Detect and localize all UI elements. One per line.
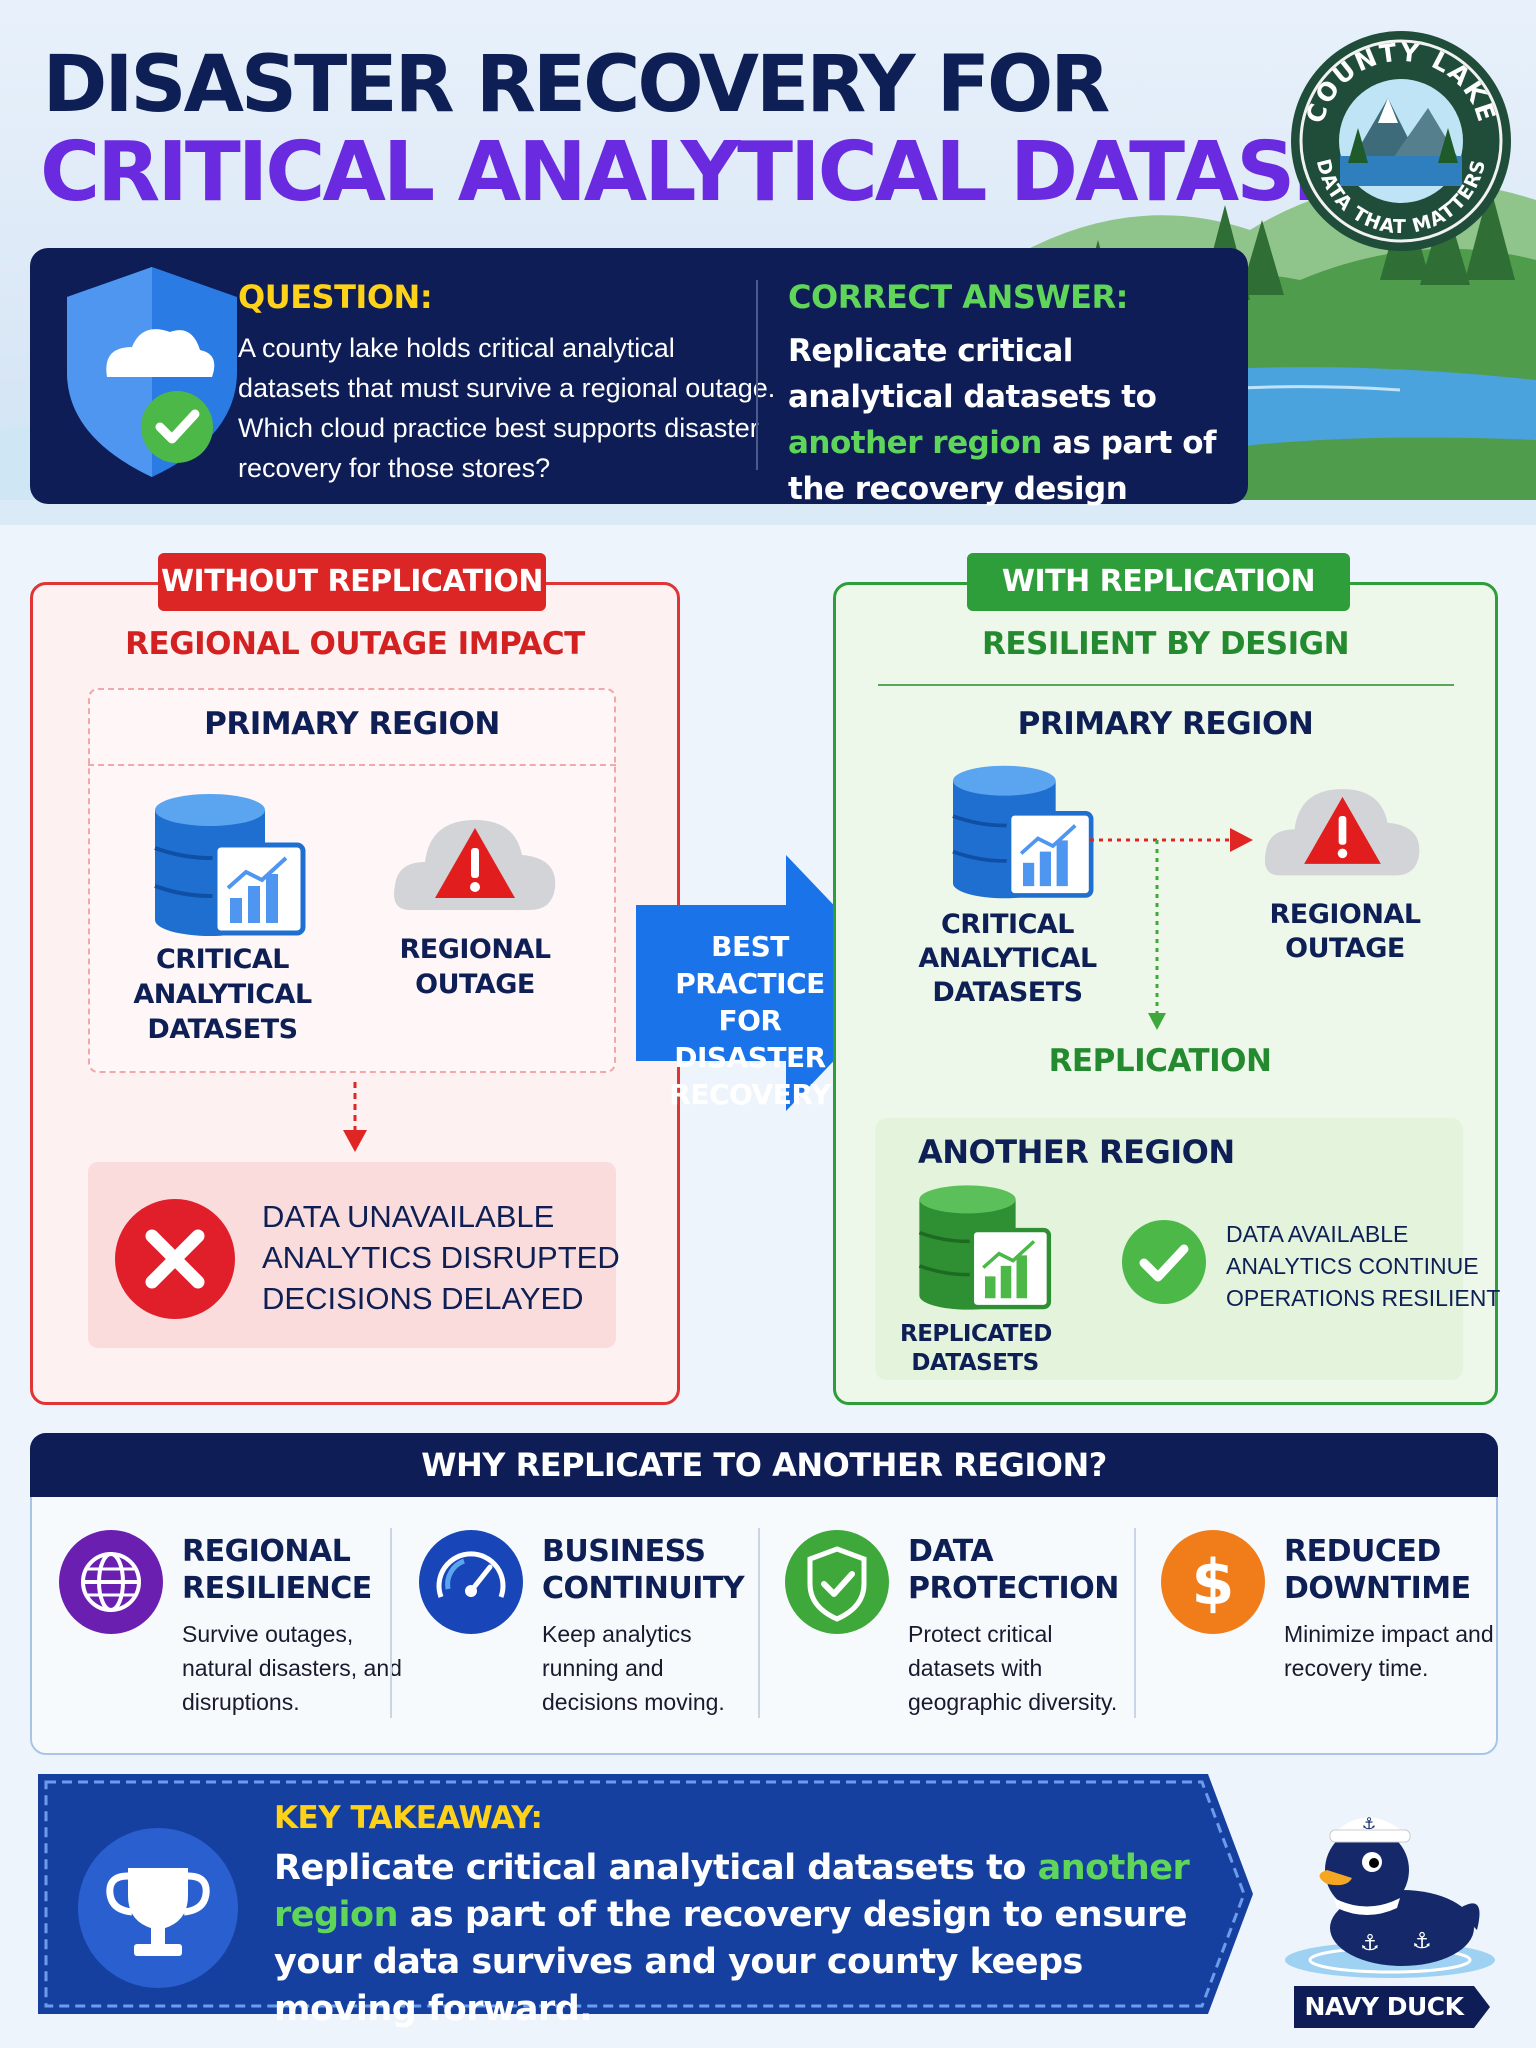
with-replication-banner: WITH REPLICATION <box>967 553 1350 611</box>
database-chart-icon <box>952 765 1094 899</box>
navy-duck-label: NAVY DUCK <box>1304 1992 1464 2021</box>
navy-duck-badge <box>1294 1986 1490 2028</box>
why-item-title: REDUCED DOWNTIME <box>1284 1534 1471 1606</box>
globe-icon <box>59 1530 163 1634</box>
impact-line: DATA UNAVAILABLE <box>262 1199 555 1234</box>
availability-line: DATA AVAILABLE <box>1226 1221 1409 1247</box>
availability-line: ANALYTICS CONTINUE <box>1226 1253 1479 1279</box>
primary-region-inner <box>88 764 616 1073</box>
why-item-regional-resilience: REGIONAL RESILIENCE Survive outages, nat… <box>58 1525 408 1725</box>
replication-arrows <box>1090 828 1253 1030</box>
why-item-desc: Keep analytics running and decisions mov… <box>542 1621 725 1715</box>
question-text: A county lake holds critical analytical … <box>238 333 776 483</box>
down-arrow <box>343 1082 367 1152</box>
another-region-title: ANOTHER REGION <box>918 1133 1235 1171</box>
svg-text:⚓: ⚓ <box>1360 1931 1380 1956</box>
why-separator <box>390 1528 392 1718</box>
database-chart-icon <box>154 794 306 936</box>
replication-label: REPLICATION <box>1048 1043 1272 1079</box>
svg-text:$: $ <box>1191 1546 1234 1619</box>
without-replication-banner: WITHOUT REPLICATION <box>158 553 546 611</box>
primary-region-title: PRIMARY REGION <box>1017 706 1314 742</box>
impact-list: DATA UNAVAILABLE ANALYTICS DISRUPTED DEC… <box>262 1196 620 1319</box>
primary-region-title: PRIMARY REGION <box>204 706 500 742</box>
why-item-title: REGIONAL RESILIENCE <box>182 1534 372 1606</box>
shield-check-icon <box>785 1530 889 1634</box>
speedometer-icon <box>419 1530 523 1634</box>
critical-datasets-label: CRITICAL ANALYTICAL DATASETS <box>133 944 312 1045</box>
navy-duck-mascot: ⚓ ⚓ ⚓ <box>1285 1814 1495 1978</box>
svg-text:⚓: ⚓ <box>1362 1814 1376 1833</box>
title-line-2: CRITICAL ANALYTICAL DATASETS <box>40 125 1457 220</box>
impact-line: DECISIONS DELAYED <box>262 1281 584 1316</box>
header-banner: DISASTER RECOVERY FOR CRITICAL ANALYTICA… <box>0 0 1536 525</box>
why-item-desc: Survive outages, natural disasters, and … <box>182 1621 402 1715</box>
cloud-shield-icon <box>67 267 237 477</box>
best-practice-text: BEST PRACTICE FOR DISASTER RECOVERY <box>669 930 831 1111</box>
why-separator <box>758 1528 760 1718</box>
why-item-data-protection: DATA PROTECTION Protect critical dataset… <box>784 1525 1134 1725</box>
trophy-icon <box>78 1828 238 1988</box>
impact-line: ANALYTICS DISRUPTED <box>262 1240 620 1275</box>
svg-text:⚓: ⚓ <box>1412 1929 1432 1954</box>
error-x-icon <box>115 1199 235 1319</box>
replicated-datasets-label: REPLICATED DATASETS <box>900 1321 1052 1376</box>
outage-cloud-warning-icon <box>394 820 556 910</box>
why-item-desc: Minimize impact and recovery time. <box>1284 1621 1494 1681</box>
dollar-icon: $ <box>1161 1530 1265 1634</box>
why-item-desc: Protect critical datasets with geographi… <box>908 1621 1118 1715</box>
key-takeaway-banner <box>38 1774 1253 2014</box>
county-lake-logo: COUNTY LAKE DATA THAT MATTERS <box>1291 31 1511 251</box>
critical-datasets-label: CRITICAL ANALYTICAL DATASETS <box>918 909 1097 1008</box>
resilient-by-design-subtitle: RESILIENT BY DESIGN <box>981 626 1350 662</box>
qa-divider <box>756 280 758 470</box>
availability-list: DATA AVAILABLE ANALYTICS CONTINUE OPERAT… <box>1226 1218 1500 1314</box>
why-item-title: BUSINESS CONTINUITY <box>542 1534 745 1606</box>
key-takeaway-text: Replicate critical analytical datasets t… <box>274 1848 1190 2029</box>
why-item-business-continuity: BUSINESS CONTINUITY Keep analytics runni… <box>418 1525 768 1725</box>
outage-cloud-warning-icon <box>1264 789 1420 876</box>
why-title-bar <box>30 1433 1498 1497</box>
question-label: QUESTION: <box>238 278 433 316</box>
title-line-1: DISASTER RECOVERY FOR <box>42 40 1111 130</box>
why-separator <box>1134 1528 1136 1718</box>
subtitle-rule <box>878 684 1454 686</box>
why-item-title: DATA PROTECTION <box>908 1534 1119 1606</box>
answer-text: Replicate critical analytical datasets t… <box>788 333 1217 507</box>
regional-outage-label: REGIONAL OUTAGE <box>399 934 551 1000</box>
key-takeaway-label: KEY TAKEAWAY: <box>274 1800 543 1836</box>
regional-outage-impact-subtitle: REGIONAL OUTAGE IMPACT <box>125 626 585 662</box>
answer-label: CORRECT ANSWER: <box>788 278 1128 316</box>
regional-outage-label: REGIONAL OUTAGE <box>1269 899 1421 964</box>
why-item-reduced-downtime: $ REDUCED DOWNTIME Minimize impact and r… <box>1160 1525 1510 1725</box>
why-title: WHY REPLICATE TO ANOTHER REGION? <box>421 1446 1107 1484</box>
success-check-icon <box>1122 1220 1206 1304</box>
replicated-database-icon <box>918 1185 1052 1310</box>
availability-line: OPERATIONS RESILIENT <box>1226 1285 1501 1311</box>
